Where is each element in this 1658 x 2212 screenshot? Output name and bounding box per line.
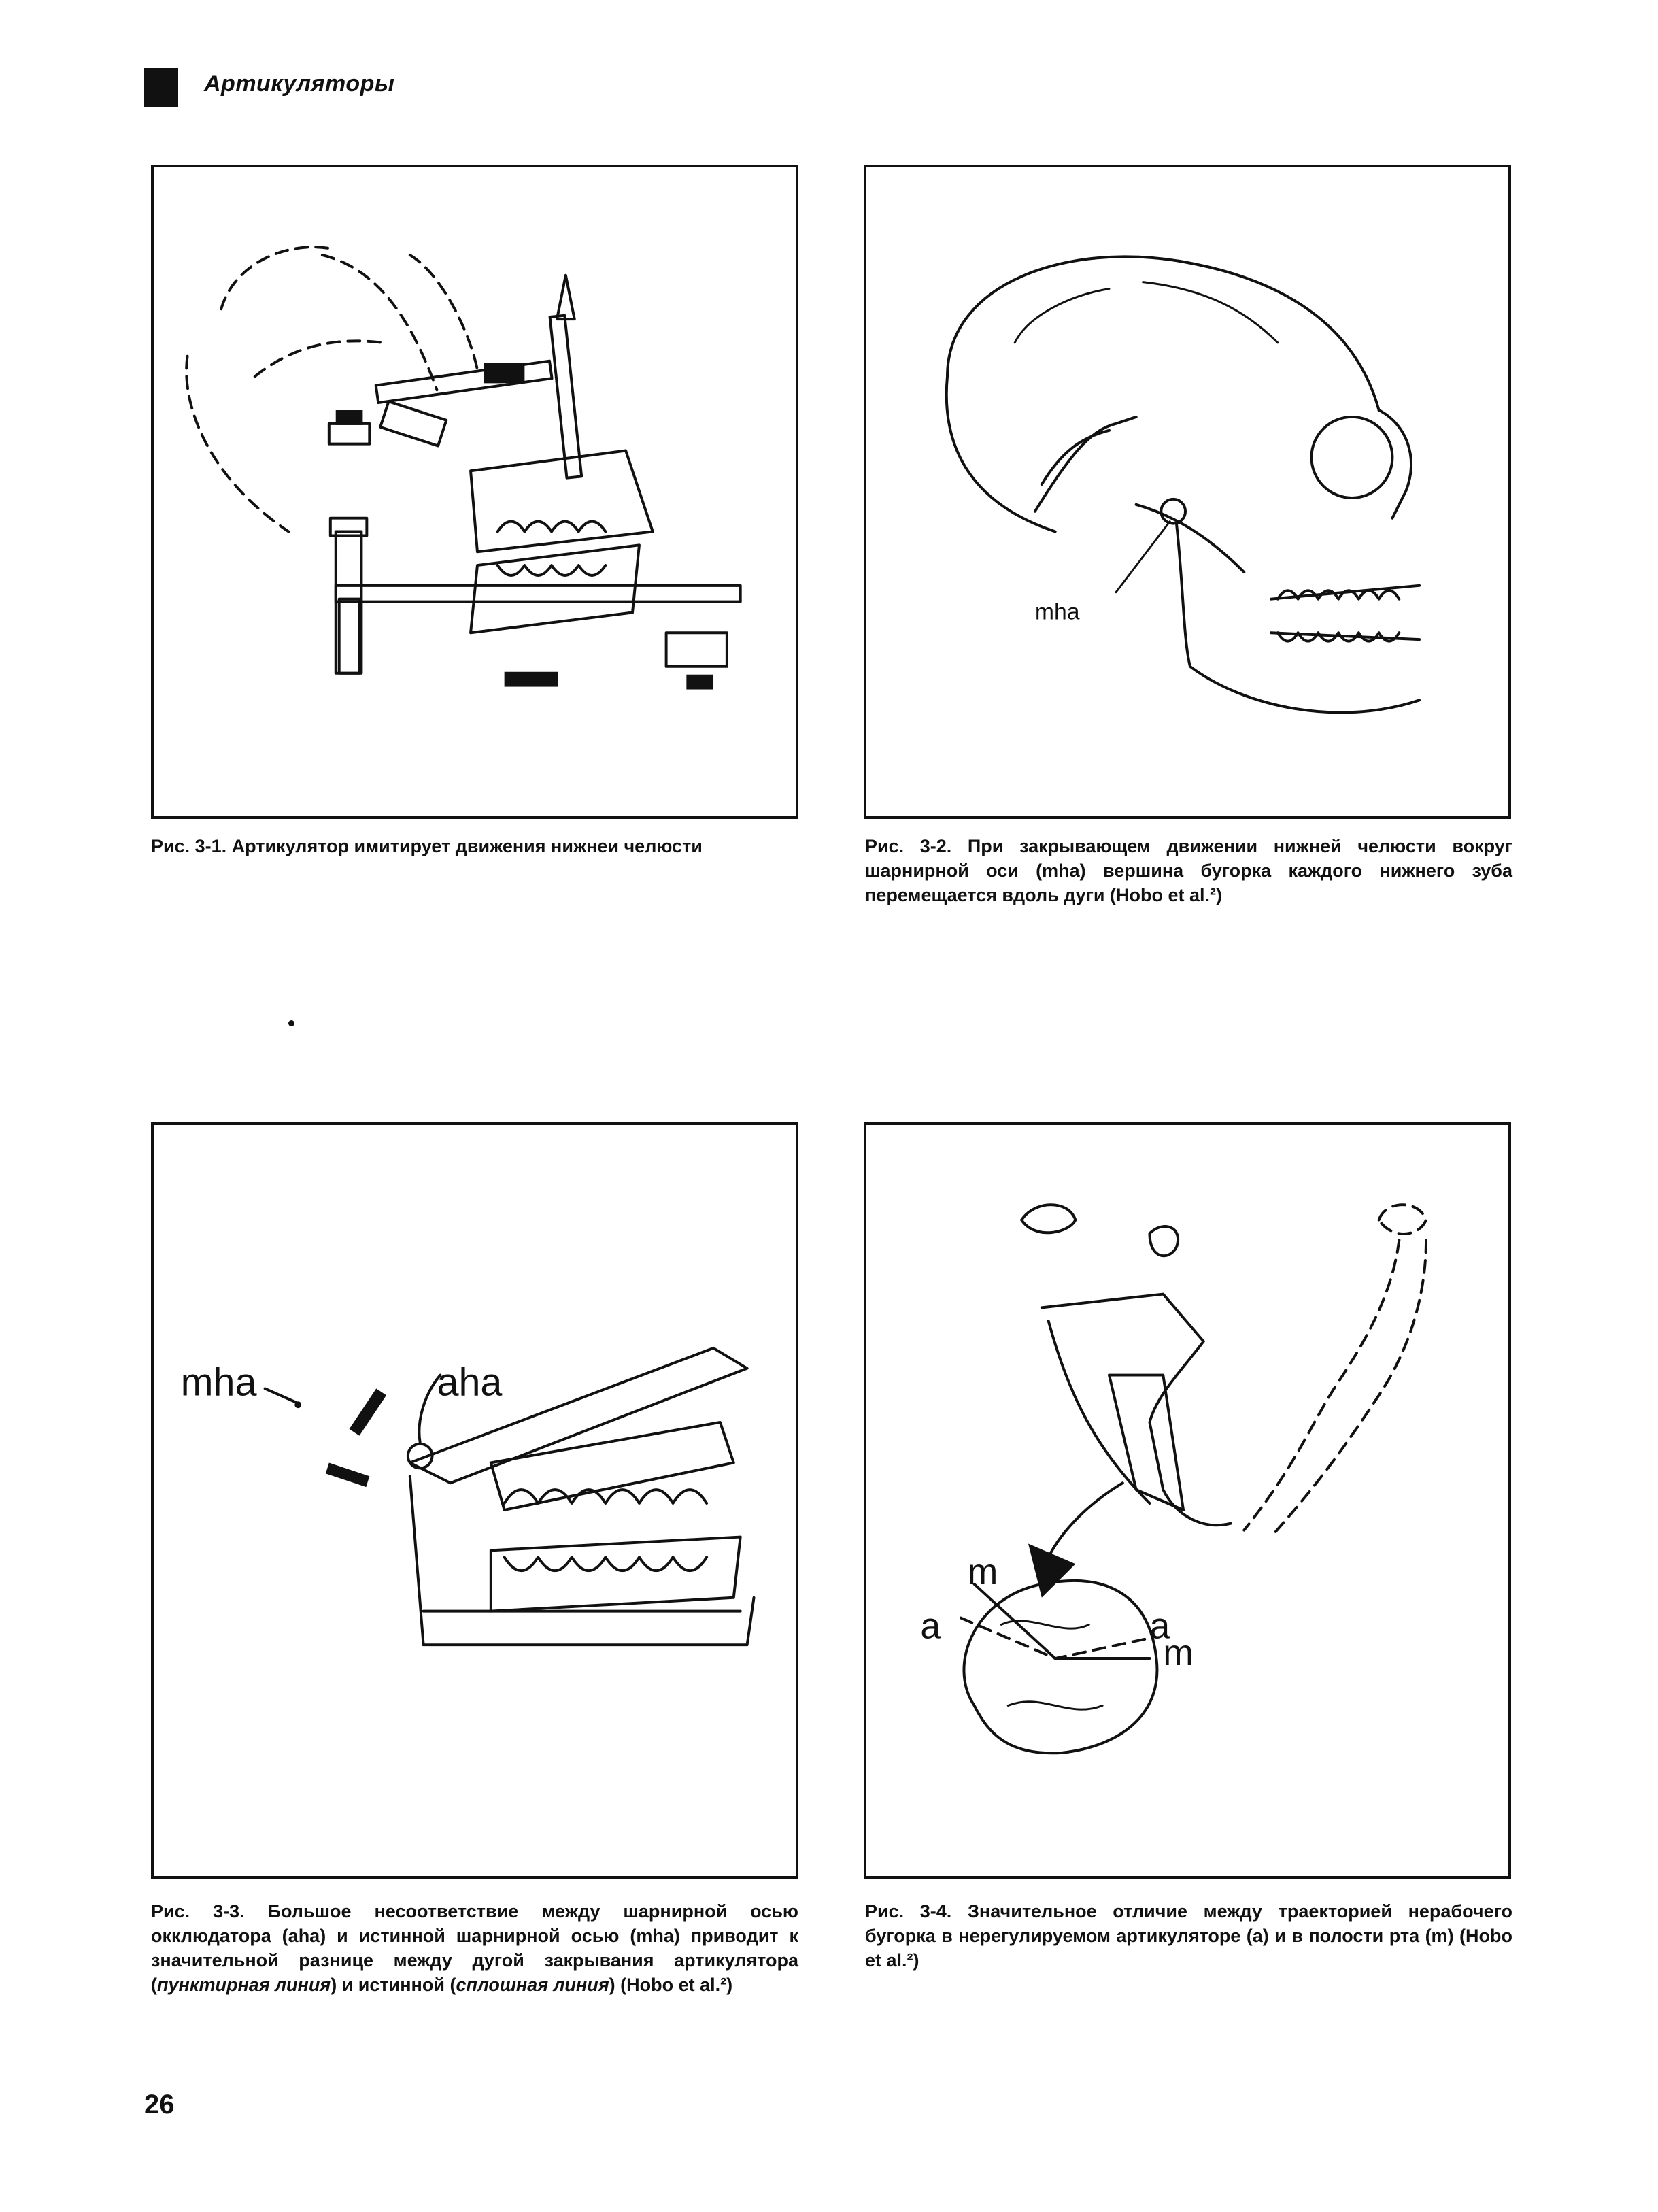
- running-header: Артикуляторы: [204, 71, 395, 97]
- caption-label: Рис. 3-2.: [865, 836, 952, 856]
- caption-figure-3-2: Рис. 3-2. При закрывающем движении нижне…: [865, 834, 1512, 907]
- stray-dot: [288, 1020, 294, 1026]
- caption-label: Рис. 3-4.: [865, 1901, 952, 1922]
- caption-figure-3-4: Рис. 3-4. Значительное отличие между тра…: [865, 1899, 1512, 1973]
- caption-label: Рис. 3-3.: [151, 1901, 245, 1922]
- a-label-right: a: [1149, 1606, 1170, 1646]
- figure-3-4: m a a m: [864, 1122, 1511, 1879]
- figure-3-2: mha: [864, 165, 1511, 819]
- m-label-right: m: [1163, 1633, 1194, 1673]
- mandible-molar-illustration: m a a m: [920, 1203, 1428, 1755]
- figure-3-3: mha aha: [151, 1122, 798, 1879]
- m-label-top: m: [968, 1552, 998, 1592]
- mha-label: mha: [1035, 599, 1080, 624]
- a-label-left: a: [920, 1606, 941, 1646]
- caption-text: При закрывающем движении нижней челюсти …: [865, 836, 1512, 905]
- caption-figure-3-3: Рис. 3-3. Большое несоответствие между ш…: [151, 1899, 798, 1997]
- skull-illustration: mha: [945, 255, 1421, 714]
- caption-text-3: ) (Hobo et al.²): [609, 1975, 733, 1995]
- caption-text-2: ) и истинной (: [331, 1975, 456, 1995]
- caption-italic-1: пунктирная линия: [157, 1975, 331, 1995]
- caption-text: Артикулятор имитирует движения нижнеи че…: [231, 836, 703, 856]
- caption-figure-3-1: Рис. 3-1. Артикулятор имитирует движения…: [151, 834, 804, 858]
- caption-italic-2: сплошная линия: [456, 1975, 609, 1995]
- page-number: 26: [144, 2090, 175, 2119]
- caption-label: Рис. 3-1.: [151, 836, 227, 856]
- caption-text: Значительное отличие между траекторией н…: [865, 1901, 1512, 1971]
- mha-label: mha: [181, 1360, 257, 1404]
- occluder-illustration: mha aha: [181, 1346, 756, 1647]
- figure-3-1: [151, 165, 798, 819]
- header-marker: [144, 68, 178, 107]
- aha-label: aha: [437, 1360, 502, 1404]
- articulator-illustration: [185, 246, 742, 690]
- caption-text-1: Большое несоответствие между шарнирной о…: [151, 1901, 798, 1995]
